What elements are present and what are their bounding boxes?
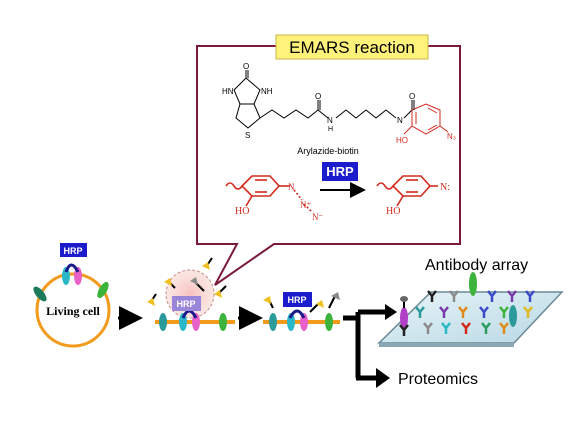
protein-3-green xyxy=(325,313,333,331)
atom-n2: N xyxy=(397,116,403,125)
product-nitrene xyxy=(376,175,438,207)
protein-2-teal xyxy=(159,313,167,331)
ab-red-1 xyxy=(461,322,471,334)
ab-purple-1 xyxy=(507,290,517,302)
array-slide-edge xyxy=(379,343,514,347)
probe-2e-biotin xyxy=(190,277,198,285)
living-cell: Living cell HRP xyxy=(33,243,111,348)
atom-n3: N₃ xyxy=(447,132,456,141)
atom-nh: NH xyxy=(261,87,273,96)
ab-green-1 xyxy=(499,306,509,318)
ab-gray-2 xyxy=(423,322,433,334)
hrp-label-2: HRP xyxy=(176,299,195,309)
probe-2c-biotin xyxy=(214,290,222,298)
membrane-labeled: HRP xyxy=(263,292,340,331)
probe-3a-biotin xyxy=(263,296,271,304)
ab-black-1 xyxy=(427,290,437,302)
protein-2-pink xyxy=(192,313,200,331)
branch-arrow-right-head xyxy=(385,304,397,320)
atom-s: S xyxy=(245,131,250,140)
callout-title-bg xyxy=(275,34,429,60)
cell-protein-green-right xyxy=(97,281,109,299)
protein-3-pink xyxy=(300,313,308,331)
ab-blue-3 xyxy=(479,306,489,318)
probe-2b xyxy=(207,257,213,265)
ab-black-bound xyxy=(399,324,409,336)
probe-2b-biotin xyxy=(202,262,210,270)
cell-protein-pink xyxy=(74,267,82,285)
membrane-reaction: HRP xyxy=(147,257,235,331)
reactant-azide-n1: N xyxy=(288,182,295,192)
protein-3-teal xyxy=(269,313,277,331)
molecule-label: Arylazide-biotin xyxy=(297,146,359,156)
ab-gray-1 xyxy=(449,290,459,302)
cell-protein-green-left xyxy=(33,286,47,302)
atom-n1: N xyxy=(327,116,333,125)
callout-title: EMARS reaction xyxy=(289,38,415,57)
emars-callout: EMARS reaction xyxy=(196,34,461,286)
array-antibodies xyxy=(415,290,535,334)
protein-2-cyan xyxy=(179,313,187,331)
enzyme-hrp-label: HRP xyxy=(326,164,354,179)
hrp-box-2 xyxy=(172,296,201,311)
atom-o-amide: O xyxy=(315,92,321,101)
antibody-array-label: Antibody array xyxy=(425,257,528,274)
antibody-array: Antibody array xyxy=(377,257,564,347)
probe-3c-biotin xyxy=(316,300,324,308)
atom-ho: HO xyxy=(396,136,408,145)
hrp-label-3: HRP xyxy=(287,295,306,305)
branch-arrows xyxy=(343,304,397,388)
probe-3b xyxy=(328,295,336,309)
array-bound-green xyxy=(469,272,477,296)
atom-hn: HN xyxy=(222,87,234,96)
branch-arrow-down-head xyxy=(376,368,390,388)
antibody-hrp-3 xyxy=(288,309,306,319)
product-nitrene-label: N: xyxy=(440,182,450,193)
ab-orange-2 xyxy=(499,322,509,334)
cell-membrane xyxy=(35,272,111,348)
probe-2d-biotin xyxy=(147,298,155,306)
array-bound-probe-head xyxy=(400,296,408,302)
arylazide-biotin-structure xyxy=(233,70,449,135)
product-oh: HO xyxy=(386,206,400,217)
enzyme-hrp-box xyxy=(322,162,358,181)
cell-protein-cyan xyxy=(62,267,70,285)
array-bound-teal xyxy=(509,305,517,327)
atom-o-top: O xyxy=(243,62,249,71)
living-cell-label: Living cell xyxy=(46,304,100,318)
probe-2c xyxy=(219,285,227,293)
atom-o-amide2: O xyxy=(409,92,415,101)
hrp-label-cell: HRP xyxy=(63,246,82,256)
array-bound-magenta xyxy=(400,307,408,329)
hrp-box-3 xyxy=(283,292,312,307)
probe-3b-biotin xyxy=(331,292,340,300)
reactant-arylazide xyxy=(225,175,313,213)
reactant-azide-n2: N⁺ xyxy=(300,200,311,210)
antibody-hrp-cell xyxy=(64,263,80,273)
probe-2a-biotin xyxy=(164,278,172,286)
ab-cyan-1 xyxy=(441,322,451,334)
reactant-oh: HO xyxy=(235,206,249,217)
ab-blue-2 xyxy=(525,290,535,302)
ab-blue-1 xyxy=(487,290,497,302)
atom-h: H xyxy=(328,126,333,133)
ab-teal-1 xyxy=(415,306,425,318)
probe-3c xyxy=(309,303,319,313)
ab-green-2 xyxy=(481,322,491,334)
protein-2-green xyxy=(219,313,227,331)
reactant-azide-n3: N⁻ xyxy=(312,212,323,222)
ab-orange-1 xyxy=(458,306,468,318)
hrp-box-cell xyxy=(60,243,87,257)
ab-purple-2 xyxy=(439,306,449,318)
proteomics-label: Proteomics xyxy=(398,371,478,388)
ab-yellow-1 xyxy=(523,306,533,318)
